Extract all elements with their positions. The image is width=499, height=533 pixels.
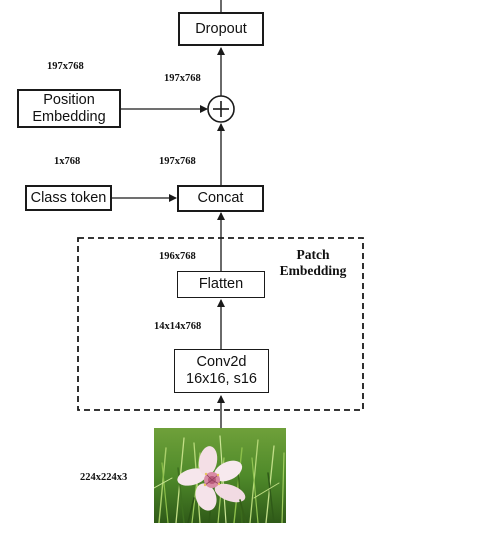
- shape-label-input: 224x224x3: [80, 472, 128, 483]
- flower-photo-graphic: [154, 428, 286, 523]
- position-embedding-label-1: Position: [43, 91, 95, 108]
- shape-label-position-embedding: 197x768: [47, 61, 84, 72]
- class-token-label: Class token: [30, 189, 107, 206]
- concat-box: Concat: [177, 185, 264, 212]
- flatten-label: Flatten: [198, 276, 244, 292]
- flower-photo: [154, 428, 286, 523]
- conv2d-label-1: Conv2d: [196, 354, 247, 370]
- shape-label-concat-output: 197x768: [159, 156, 196, 167]
- shape-label-class-token: 1x768: [54, 156, 81, 167]
- concat-label: Concat: [197, 190, 244, 206]
- patch-embedding-title-1: Patch: [296, 247, 330, 262]
- position-embedding-box: Position Embedding: [17, 89, 121, 128]
- patch-embedding-title: Patch Embedding: [270, 247, 356, 279]
- patch-embedding-group: [77, 237, 364, 411]
- shape-label-add-output: 197x768: [164, 73, 201, 84]
- shape-label-conv-output: 14x14x768: [154, 321, 202, 332]
- conv2d-box: Conv2d 16x16, s16: [174, 349, 269, 393]
- dropout-box: Dropout: [178, 12, 264, 46]
- position-embedding-label-2: Embedding: [32, 108, 106, 125]
- shape-label-flatten-output: 196x768: [159, 251, 196, 262]
- conv2d-label-2: 16x16, s16: [186, 371, 257, 387]
- dropout-label: Dropout: [195, 20, 247, 37]
- patch-embedding-title-2: Embedding: [279, 263, 347, 278]
- flatten-box: Flatten: [177, 271, 265, 298]
- class-token-box: Class token: [25, 185, 112, 211]
